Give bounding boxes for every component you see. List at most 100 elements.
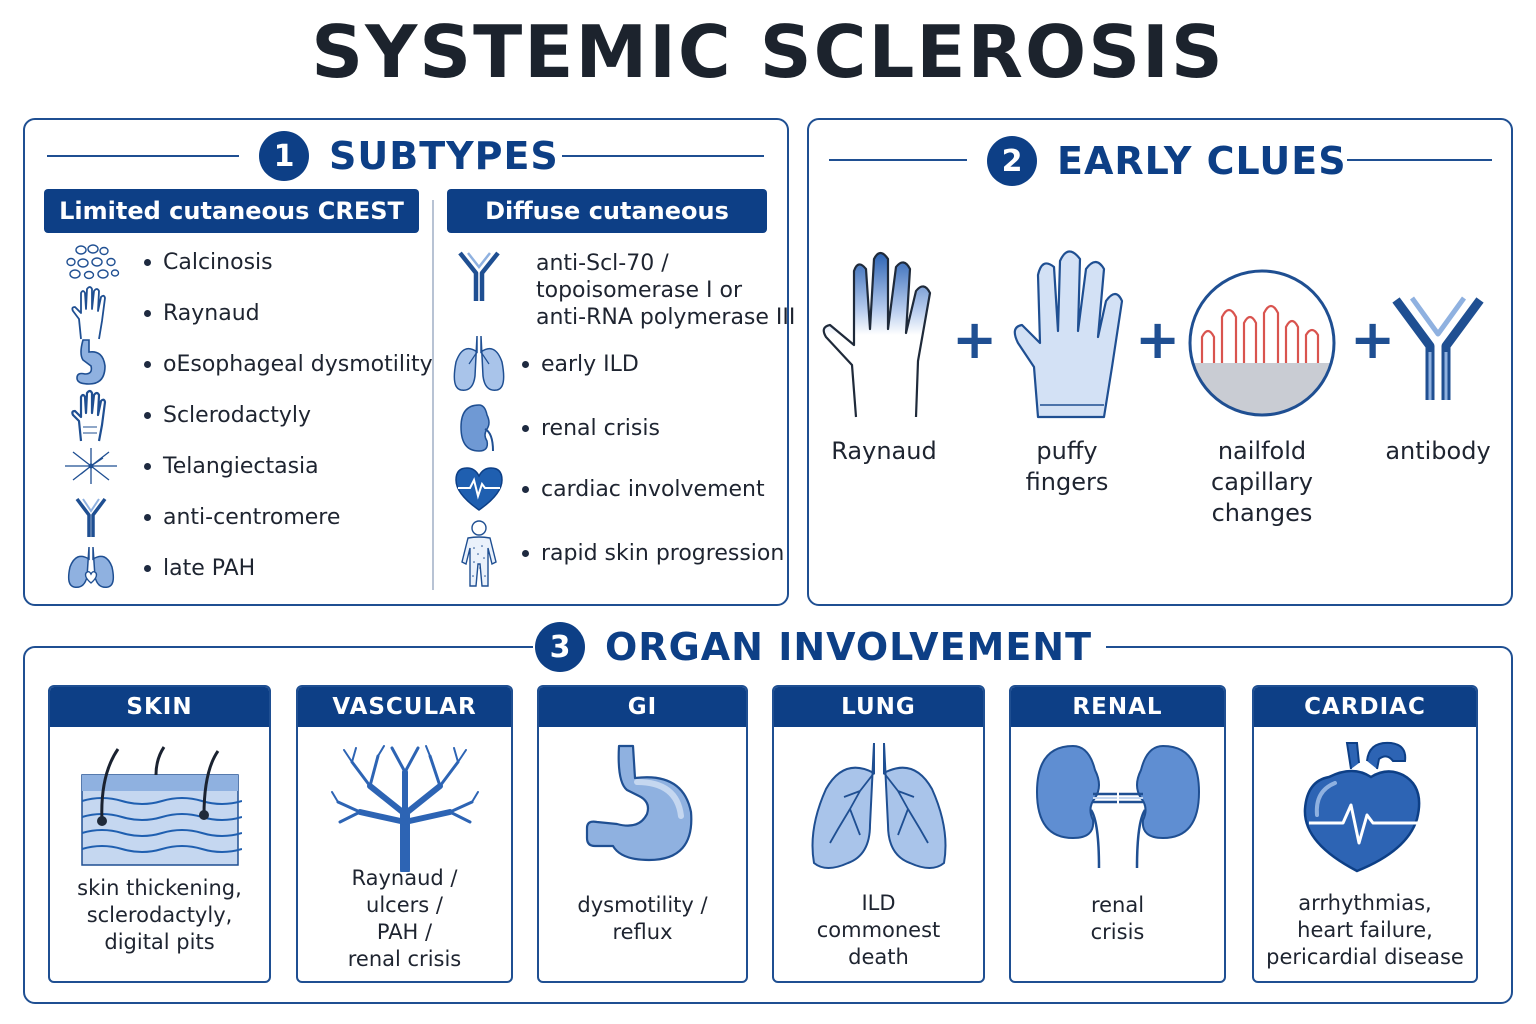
organ-line: ulcers / — [366, 893, 443, 917]
item-label: late PAH — [163, 555, 256, 581]
calcinosis-icon — [60, 238, 122, 286]
organ-line: arrhythmias, — [1298, 891, 1432, 915]
telangiectasia-icon — [60, 442, 122, 490]
item-label: cardiac involvement — [541, 476, 765, 502]
antibody-line: anti-Scl-70 / — [536, 251, 669, 276]
organ-line: commonest — [816, 918, 941, 942]
item-label: oEsophageal dysmotility — [163, 351, 433, 377]
diffuse-cutaneous-header: Diffuse cutaneous — [447, 189, 767, 233]
clue-line: puffy — [1036, 437, 1098, 465]
antibody-line: topoisomerase I or — [536, 278, 743, 303]
organ-card-vascular: VASCULAR Raynaud / ulcers / PAH / renal … — [296, 685, 513, 983]
organ-line: renal crisis — [347, 947, 462, 971]
organ-line: crisis — [1090, 920, 1145, 944]
antibody-line: anti-RNA polymerase III — [536, 305, 796, 330]
nailfold-capillary-icon — [1188, 269, 1336, 417]
header-rule — [829, 159, 967, 161]
item-label: Raynaud — [163, 300, 260, 326]
kidneys-icon — [1011, 737, 1224, 877]
lungs-heart-icon — [60, 544, 122, 592]
section-number: 3 — [535, 622, 585, 672]
organ-card-skin: SKIN skin thickening, sclerodactyly, dig… — [48, 685, 271, 983]
lungs-icon — [774, 737, 983, 877]
column-divider — [432, 200, 434, 590]
clue-label-puffy-fingers: puffy fingers — [1007, 436, 1127, 498]
header-rule — [562, 155, 764, 157]
item-label: Telangiectasia — [163, 453, 319, 479]
header-rule — [47, 646, 515, 648]
plus-sign: + — [1350, 308, 1396, 371]
header-rule — [47, 155, 239, 157]
section-title: ORGAN INVOLVEMENT — [605, 625, 1093, 669]
early-clues-heading: 2 EARLY CLUES — [987, 136, 1347, 186]
list-item: Raynaud — [60, 286, 260, 340]
stomach-icon — [539, 737, 746, 877]
clue-label-antibody: antibody — [1378, 436, 1498, 467]
organ-card-description: renal crisis — [1011, 892, 1224, 946]
item-label: early ILD — [541, 351, 639, 377]
plus-sign: + — [1135, 308, 1181, 371]
puffy-fingers-icon — [1013, 250, 1124, 419]
organ-card-header: RENAL — [1011, 687, 1224, 727]
organ-line: ILD — [861, 891, 896, 915]
organ-card-gi: GI dysmotility / reflux — [537, 685, 748, 983]
organ-card-header: CARDIAC — [1254, 687, 1476, 727]
page-title: SYSTEMIC SCLEROSIS — [311, 10, 1225, 94]
organ-card-description: ILD commonest death — [774, 890, 983, 971]
vascular-tree-icon — [298, 737, 511, 877]
heart-icon — [1254, 737, 1476, 877]
list-item: rapid skin progression — [448, 518, 784, 588]
list-item: oEsophageal dysmotility — [60, 339, 433, 388]
organ-line: Raynaud / — [351, 866, 458, 890]
organ-line: skin thickening, — [77, 876, 242, 900]
organ-card-description: dysmotility / reflux — [539, 892, 746, 946]
early-clues-panel — [807, 118, 1513, 606]
organ-line: sclerodactyly, — [86, 903, 233, 927]
list-item: cardiac involvement — [448, 462, 765, 516]
item-label: rapid skin progression — [541, 540, 785, 566]
organ-line: heart failure, — [1297, 918, 1433, 942]
clue-line: Raynaud — [831, 437, 937, 465]
antibody-icon — [1392, 296, 1484, 400]
sclerodactyly-hand-icon — [60, 389, 122, 442]
section-title: SUBTYPES — [329, 134, 559, 178]
list-item: Telangiectasia — [60, 442, 319, 490]
organ-line: dysmotility / — [577, 893, 708, 917]
clue-line: capillary — [1211, 468, 1313, 496]
organ-line: reflux — [612, 920, 673, 944]
list-item: Sclerodactyly — [60, 389, 312, 442]
organ-card-description: Raynaud / ulcers / PAH / renal crisis — [298, 865, 511, 973]
list-item: Calcinosis — [60, 238, 273, 286]
organ-card-lung: LUNG ILD commonest death — [772, 685, 985, 983]
header-rule — [1040, 646, 1490, 648]
limited-cutaneous-header: Limited cutaneous CREST — [44, 189, 419, 233]
raynaud-hand-icon — [822, 251, 932, 418]
organ-line: death — [848, 945, 909, 969]
header-rule — [1312, 159, 1492, 161]
organ-card-cardiac: CARDIAC arrhythmias, heart failure, peri… — [1252, 685, 1478, 983]
organ-card-header: SKIN — [50, 687, 269, 727]
organ-line: digital pits — [104, 930, 215, 954]
item-label: Calcinosis — [163, 249, 273, 275]
kidney-icon — [448, 400, 510, 456]
antibody-icon — [60, 493, 122, 541]
stomach-icon — [60, 339, 122, 388]
section-number: 1 — [259, 131, 309, 181]
organ-card-header: GI — [539, 687, 746, 727]
organ-card-description: arrhythmias, heart failure, pericardial … — [1254, 890, 1476, 971]
plus-sign: + — [952, 308, 998, 371]
clue-label-raynaud: Raynaud — [824, 436, 944, 467]
organ-card-renal: RENAL renal crisis — [1009, 685, 1226, 983]
antibody-icon — [448, 251, 510, 301]
organ-card-header: VASCULAR — [298, 687, 511, 727]
item-label: renal crisis — [541, 415, 660, 441]
clue-label-nailfold: nailfold capillary changes — [1192, 436, 1332, 529]
list-item — [448, 251, 510, 301]
clue-line: fingers — [1025, 468, 1109, 496]
item-label: Sclerodactyly — [163, 402, 312, 428]
organ-line: PAH / — [376, 920, 433, 944]
item-label: anti-centromere — [163, 504, 341, 530]
skin-layers-icon — [50, 737, 269, 877]
organ-involvement-heading: 3 ORGAN INVOLVEMENT — [533, 622, 1107, 672]
clue-line: nailfold — [1217, 437, 1307, 465]
